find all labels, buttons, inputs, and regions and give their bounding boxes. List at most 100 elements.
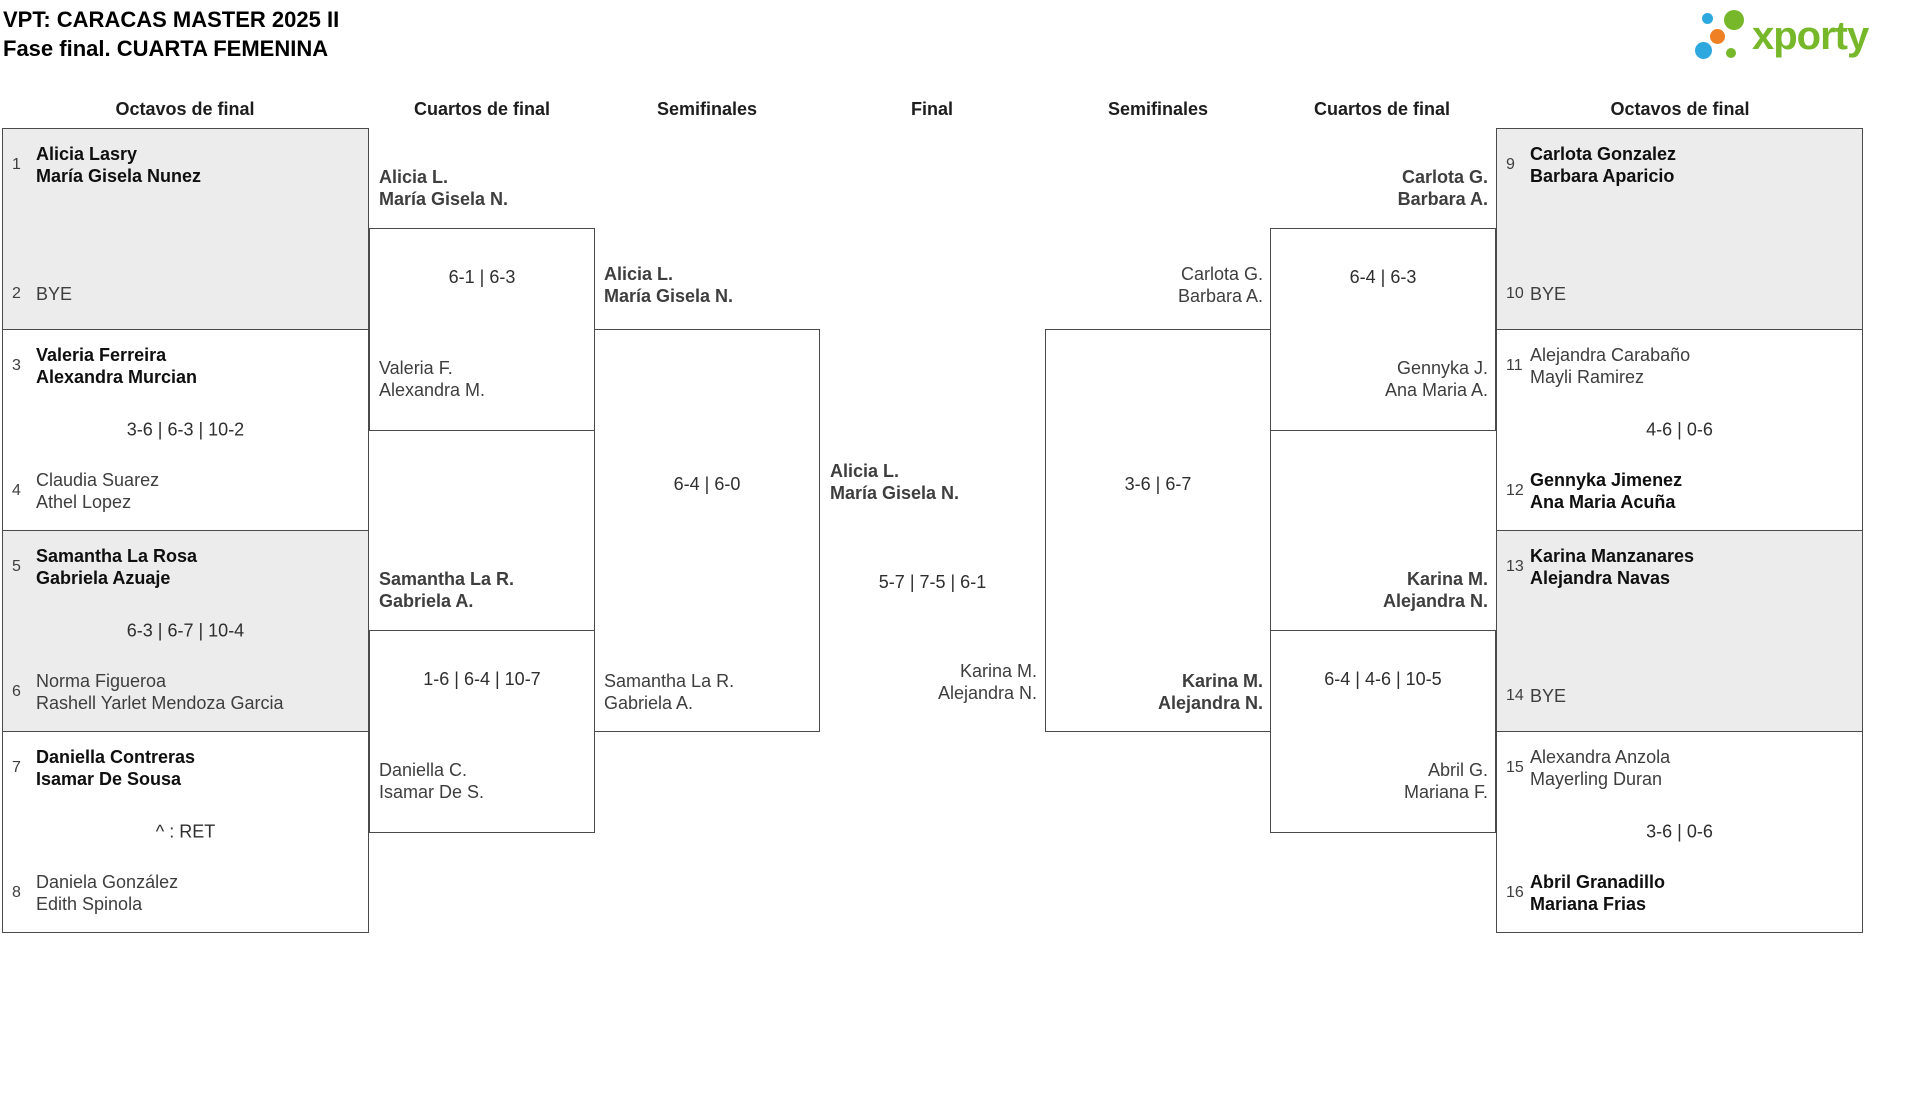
team-entry: 6 Norma Figueroa Rashell Yarlet Mendoza …	[12, 670, 362, 714]
round-header-final: Final	[910, 99, 953, 119]
match-box-octavos-3-4: 3 Valeria Ferreira Alexandra Murcian 3-6…	[2, 329, 369, 531]
team-name-line: Isamar De S.	[379, 782, 485, 802]
team-names: Alejandra Carabaño Mayli Ramirez	[1530, 344, 1690, 388]
team-names: Abril Granadillo Mariana Frias	[1530, 871, 1665, 915]
team-names: Valeria Ferreira Alexandra Murcian	[36, 344, 197, 388]
xporty-logo[interactable]: xporty	[1694, 8, 1914, 72]
match-cuartos-right-1: Carlota G. Barbara A. 6-4 | 6-3 Gennyka …	[1270, 167, 1496, 431]
team-name-line: Barbara A.	[1177, 286, 1263, 306]
seed-number: 12	[1506, 482, 1524, 499]
team-name-line: Barbara A.	[1397, 189, 1488, 209]
team-name-line: BYE	[1530, 686, 1567, 706]
team-name-line: Ana Maria Acuña	[1530, 492, 1676, 512]
match-box	[1045, 329, 1271, 732]
team-name-line: Gabriela A.	[379, 591, 474, 611]
match-box	[594, 329, 820, 732]
advancing-team-label: Abril G. Mariana F.	[1280, 759, 1488, 803]
team-entry: 4 Claudia Suarez Athel Lopez	[12, 469, 362, 513]
team-name-line: BYE	[1530, 284, 1567, 304]
team-entry: 11 Alejandra Carabaño Mayli Ramirez	[1506, 344, 1856, 388]
round-header-semifinales-right: Semifinales	[1107, 99, 1209, 119]
team-name-line: Valeria F.	[379, 358, 453, 378]
phase-title: Fase final. CUARTA FEMENINA	[3, 36, 329, 61]
match-box-octavos-15-16: 15 Alexandra Anzola Mayerling Duran 3-6 …	[1496, 731, 1863, 933]
team-name-line: Samantha La Rosa	[36, 546, 198, 566]
seed-number: 4	[12, 482, 21, 499]
team-name-line: Carlota Gonzalez	[1530, 144, 1677, 164]
team-name-line: Karina M.	[959, 661, 1037, 681]
tournament-title: VPT: CARACAS MASTER 2025 II	[3, 7, 340, 32]
match-score: 6-4 | 6-3	[1349, 267, 1417, 287]
seed-number: 1	[12, 156, 21, 173]
team-name-line: Alicia L.	[379, 167, 449, 187]
team-name-line: Mayerling Duran	[1530, 769, 1663, 789]
team-entry: 2 BYE	[12, 283, 362, 305]
seed-number: 10	[1506, 285, 1524, 302]
round-header-cuartos-left: Cuartos de final	[413, 99, 551, 119]
team-name-line: BYE	[36, 284, 73, 304]
match-box-octavos-11-12: 11 Alejandra Carabaño Mayli Ramirez 4-6 …	[1496, 329, 1863, 531]
advancing-team-label: Alicia L. María Gisela N.	[604, 263, 812, 307]
match-cuartos-right-2: Karina M. Alejandra N. 6-4 | 4-6 | 10-5 …	[1270, 569, 1496, 833]
team-names: Claudia Suarez Athel Lopez	[36, 469, 159, 513]
advancing-team-label: Gennyka J. Ana Maria A.	[1280, 357, 1488, 401]
team-name-line: Alicia L.	[604, 264, 674, 284]
team-name-line: Edith Spinola	[36, 894, 143, 914]
team-names: Karina Manzanares Alejandra Navas	[1530, 545, 1694, 589]
team-name-line: Valeria Ferreira	[36, 345, 167, 365]
seed-number: 5	[12, 558, 21, 575]
team-name-line: Alexandra Anzola	[1530, 747, 1671, 767]
match-score: 4-6 | 0-6	[1646, 419, 1713, 440]
seed-number: 7	[12, 759, 21, 776]
team-name-line: Karina M.	[1181, 671, 1263, 691]
team-name-line: Alicia Lasry	[36, 144, 138, 164]
advancing-team-label: Alicia L. María Gisela N.	[379, 166, 587, 210]
team-name-line: Ana Maria A.	[1384, 380, 1488, 400]
team-names: Carlota Gonzalez Barbara Aparicio	[1530, 143, 1676, 187]
match-score: 3-6 | 6-7	[1124, 474, 1192, 494]
final-score: 5-7 | 7-5 | 6-1	[878, 572, 987, 592]
logo-dot-blue-large-icon	[1695, 42, 1712, 59]
match-box-octavos-5-6: 5 Samantha La Rosa Gabriela Azuaje 6-3 |…	[2, 530, 369, 732]
team-entry: 16 Abril Granadillo Mariana Frias	[1506, 871, 1856, 915]
team-name-line: Samantha La R.	[379, 569, 515, 589]
team-entry: 1 Alicia Lasry María Gisela Nunez	[12, 143, 362, 187]
advancing-team-label: Carlota G. Barbara A.	[1280, 166, 1488, 210]
match-score: 6-1 | 6-3	[448, 267, 516, 287]
team-name-line: Gabriela A.	[604, 693, 694, 713]
team-entry: 8 Daniela González Edith Spinola	[12, 871, 362, 915]
team-name-line: Barbara Aparicio	[1530, 166, 1675, 186]
team-entry: 3 Valeria Ferreira Alexandra Murcian	[12, 344, 362, 388]
team-name-line: María Gisela N.	[830, 483, 960, 503]
team-names: Alexandra Anzola Mayerling Duran	[1530, 746, 1670, 790]
seed-number: 8	[12, 884, 21, 901]
team-entry: 12 Gennyka Jimenez Ana Maria Acuña	[1506, 469, 1856, 513]
advancing-team-label: Carlota G. Barbara A.	[1055, 263, 1263, 307]
team-name-line: Alexandra Murcian	[36, 367, 198, 387]
match-box-octavos-13-14: 13 Karina Manzanares Alejandra Navas 14 …	[1496, 530, 1863, 732]
round-header-octavos-left: Octavos de final	[115, 99, 255, 119]
match-score: 6-4 | 4-6 | 10-5	[1324, 669, 1442, 689]
seed-number: 6	[12, 683, 21, 700]
match-final: Alicia L. María Gisela N. 5-7 | 7-5 | 6-…	[820, 329, 1045, 732]
team-name-line: Mariana F.	[1403, 782, 1488, 802]
team-name-line: Isamar De Sousa	[36, 769, 182, 789]
match-semifinal-left: Alicia L. María Gisela N. 6-4 | 6-0 Sama…	[594, 264, 820, 732]
team-name-line: Mariana Frias	[1530, 894, 1647, 914]
team-names: Alicia Lasry María Gisela Nunez	[36, 143, 201, 187]
seed-number: 2	[12, 285, 21, 302]
team-name-line: Gabriela Azuaje	[36, 568, 171, 588]
seed-number: 14	[1506, 687, 1524, 704]
page-title: VPT: CARACAS MASTER 2025 II Fase final. …	[3, 5, 339, 63]
advancing-team-label: Samantha La R. Gabriela A.	[604, 670, 812, 714]
seed-number: 16	[1506, 884, 1524, 901]
match-score: 3-6 | 0-6	[1646, 821, 1713, 842]
team-name-line: Karina Manzanares	[1530, 546, 1695, 566]
team-name-line: Carlota G.	[1401, 167, 1488, 187]
team-name-line: Samantha La R.	[604, 671, 735, 691]
team-name-line: Gennyka J.	[1396, 358, 1488, 378]
team-names: Norma Figueroa Rashell Yarlet Mendoza Ga…	[36, 670, 283, 714]
team-names: Daniella Contreras Isamar De Sousa	[36, 746, 195, 790]
team-name-line: Alejandra N.	[1382, 591, 1488, 611]
logo-text: xporty	[1752, 14, 1869, 58]
